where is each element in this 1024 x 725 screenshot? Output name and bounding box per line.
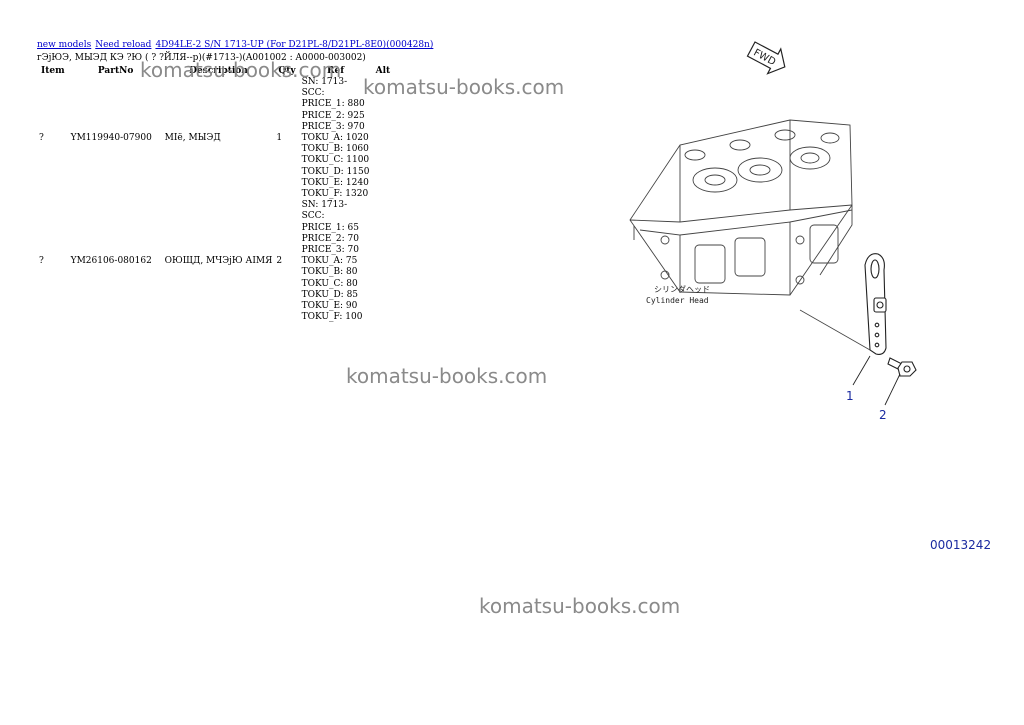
- ref-line: PRICE_2: 925: [301, 110, 365, 121]
- watermark-text: komatsu-books.com: [140, 58, 342, 82]
- ref-line: PRICE_1: 65: [301, 222, 360, 233]
- parts-table: Item PartNo Description Qty Ref Alt ? YM…: [37, 65, 394, 323]
- cell-partno: YM119940-07900: [70, 133, 152, 144]
- breadcrumb-link-new-models[interactable]: new models: [37, 40, 92, 50]
- ref-line: TOKU_E: 1240: [301, 177, 369, 188]
- ref-line: SN: 1713-: [301, 200, 348, 211]
- assembly-leader-line: [799, 309, 871, 351]
- ref-line: TOKU_F: 1320: [301, 189, 369, 200]
- watermark-text: komatsu-books.com: [346, 364, 548, 388]
- header-partno: PartNo: [97, 66, 134, 76]
- cell-item: ?: [39, 256, 44, 267]
- ref-line: PRICE_2: 70: [301, 233, 360, 244]
- ref-line: PRICE_1: 880: [301, 99, 365, 110]
- header-ref: Ref: [327, 66, 345, 76]
- table-header-row: Item PartNo Description Qty Ref Alt: [37, 65, 394, 77]
- callout-1-leader: [852, 355, 871, 386]
- cell-description: ОЮЩД, МЧЭјЮ АІМЯ: [164, 256, 273, 267]
- cell-ref: SN: 1713- SCC: PRICE_1: 880 PRICE_2: 925…: [300, 77, 372, 200]
- ref-line: TOKU_A: 1020: [301, 133, 369, 144]
- cell-description: МІё, МЫЭД: [164, 133, 221, 144]
- ref-line: TOKU_A: 75: [301, 256, 358, 267]
- watermark-text: komatsu-books.com: [479, 594, 681, 618]
- cell-partno: YM26106-080162: [70, 256, 152, 267]
- document-number: 00013242: [930, 538, 992, 552]
- table-row: ? YM26106-080162 ОЮЩД, МЧЭјЮ АІМЯ 2 SN: …: [37, 200, 394, 323]
- breadcrumb-link-need-reload[interactable]: Need reload: [95, 40, 152, 50]
- ref-line: PRICE_3: 70: [301, 245, 360, 256]
- ref-line: TOKU_B: 1060: [301, 144, 369, 155]
- ref-line: SN: 1713-: [301, 77, 348, 87]
- header-description: Description: [189, 66, 248, 76]
- callout-2-leader: [884, 373, 901, 406]
- breadcrumb-link-model[interactable]: 4D94LE-2 S/N 1713-UP (For D21PL-8/D21PL-…: [155, 40, 434, 50]
- parts-diagram: FWD: [629, 41, 917, 422]
- ref-line: TOKU_C: 1100: [301, 155, 370, 166]
- ref-line: TOKU_E: 90: [301, 301, 358, 312]
- cell-ref: SN: 1713- SCC: PRICE_1: 65 PRICE_2: 70 P…: [300, 200, 372, 323]
- ref-line: TOKU_D: 85: [301, 289, 359, 300]
- ref-line: SCC:: [301, 211, 325, 222]
- cell-item: ?: [39, 133, 44, 144]
- watermark-text: komatsu-books.com: [363, 75, 565, 99]
- header-alt: Alt: [375, 66, 391, 76]
- ref-line: TOKU_B: 80: [301, 267, 358, 278]
- ref-line: PRICE_3: 970: [301, 121, 365, 132]
- bolt-part-2: [887, 357, 917, 377]
- callout-1-label: 1: [846, 389, 854, 403]
- cell-alt: [372, 200, 395, 323]
- ref-line: TOKU_C: 80: [301, 278, 358, 289]
- cell-qty: 2: [276, 256, 283, 267]
- table-row: ? YM119940-07900 МІё, МЫЭД 1 SN: 1713- S…: [37, 77, 394, 200]
- header-qty: Qty: [278, 66, 296, 76]
- fwd-arrow-icon: FWD: [746, 41, 786, 75]
- ref-line: SCC:: [301, 88, 325, 99]
- cylinder-head-jp-label: シリンダヘッド: [654, 284, 710, 294]
- ref-line: TOKU_F: 100: [301, 312, 363, 323]
- header-item: Item: [41, 66, 65, 76]
- ref-line: TOKU_D: 1150: [301, 166, 370, 177]
- page-subtitle: гЭјЮЭ, МЫЭД КЭ ?Ю ( ? ?ЙЛЯ--р)(#1713-)(A…: [37, 53, 366, 63]
- cylinder-head-drawing: [629, 119, 853, 296]
- lifting-bracket-part-1: [864, 253, 887, 355]
- cylinder-head-en-label: Cylinder Head: [646, 296, 709, 305]
- callout-2-label: 2: [879, 408, 887, 422]
- cell-qty: 1: [276, 133, 283, 144]
